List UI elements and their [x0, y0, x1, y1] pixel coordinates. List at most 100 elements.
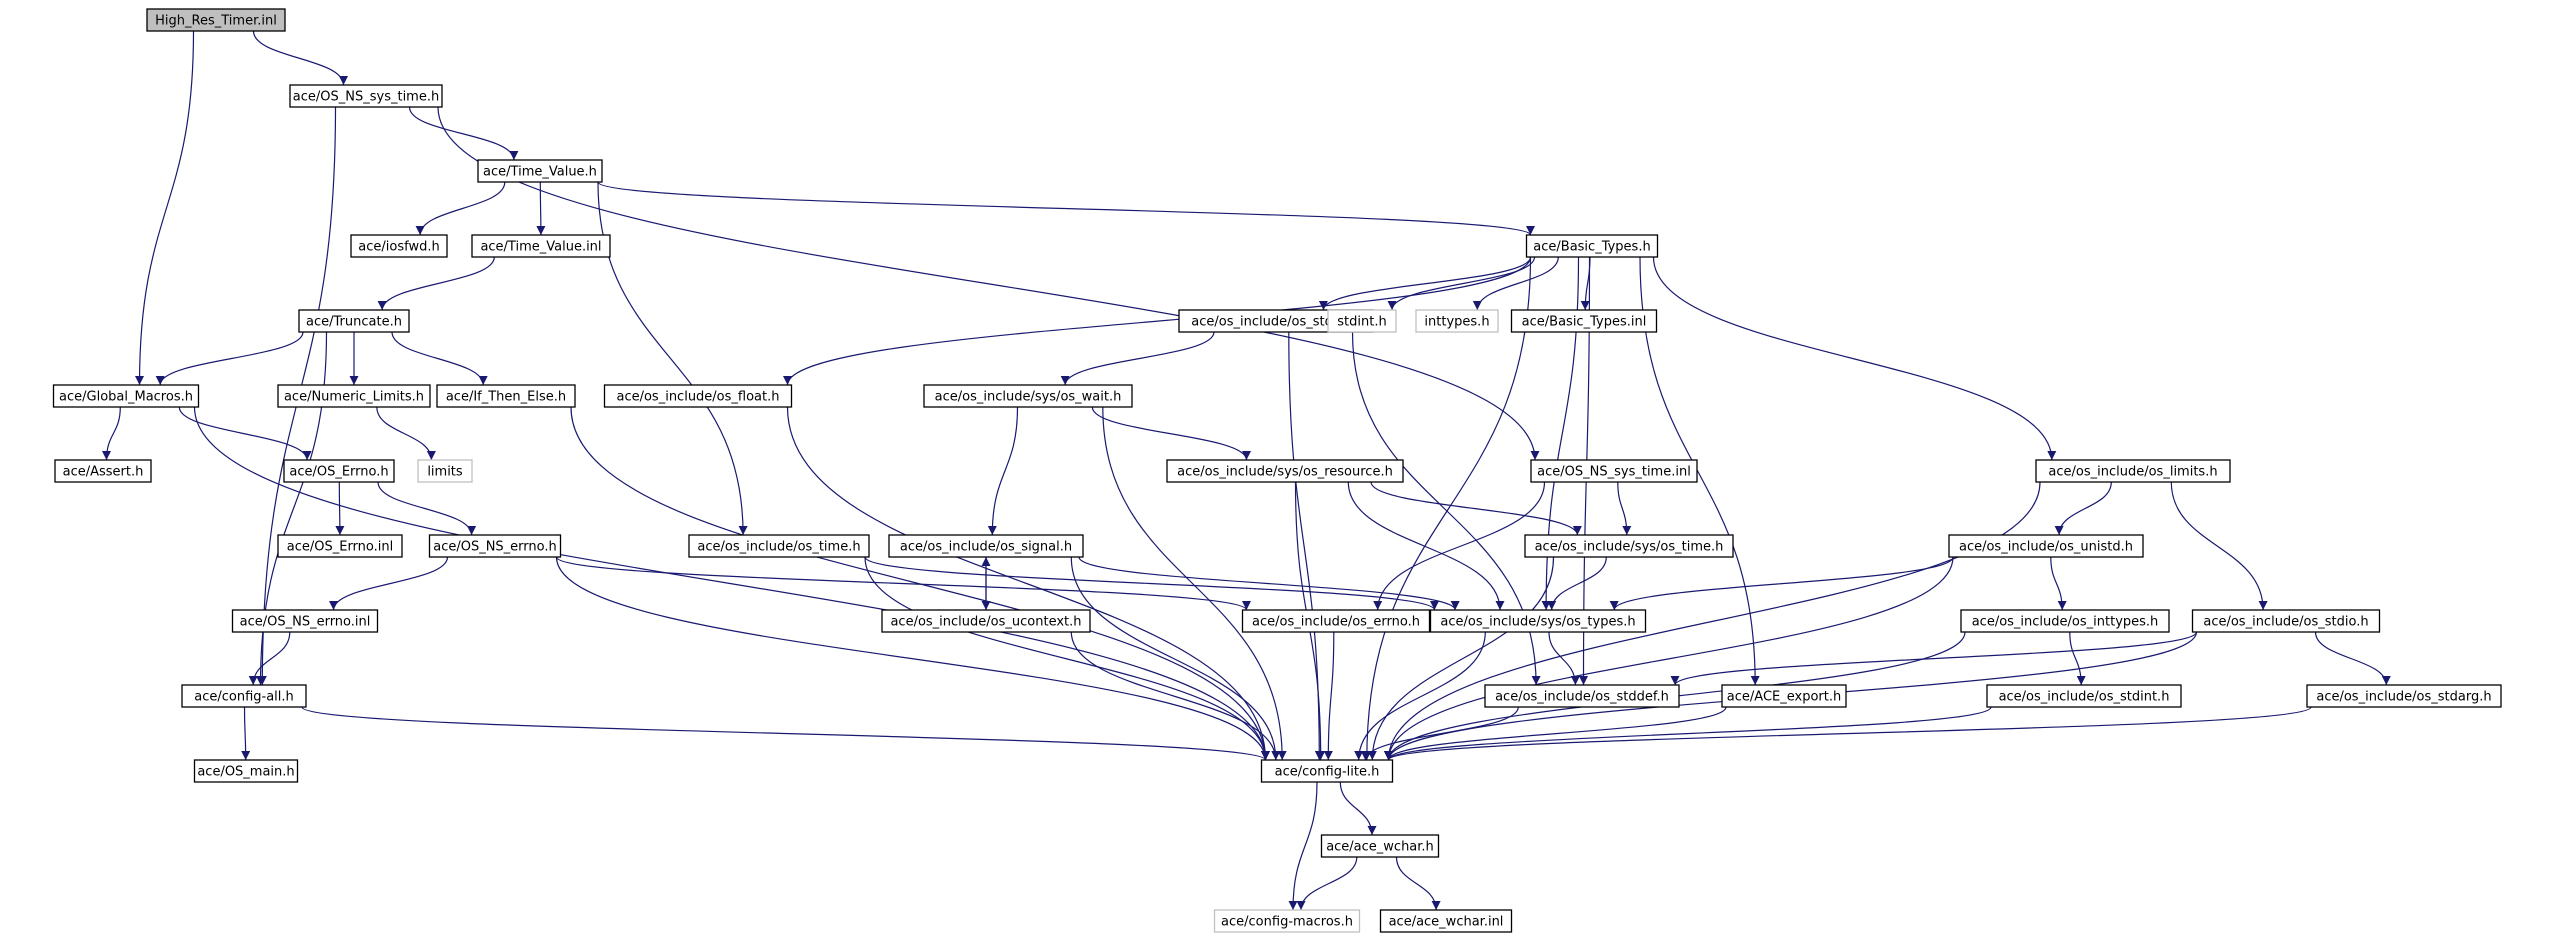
edge-os-ucontext-h-to-config-lite-h [1070, 631, 1281, 761]
node-label: inttypes.h [1424, 315, 1489, 330]
node-os-stddef-h[interactable]: ace/os_include/os_stddef.h [1484, 684, 1680, 708]
node-os-unistd-h[interactable]: ace/os_include/os_unistd.h [1948, 534, 2144, 558]
node-box [1166, 459, 1404, 483]
node-os-ucontext-h[interactable]: ace/os_include/os_ucontext.h [881, 609, 1091, 633]
edge-config-all-h-to-config-lite-h [301, 706, 1270, 761]
nodes: High_Res_Timer.inl ace/OS_NS_sys_time.hac… [52, 8, 2502, 933]
node-box [436, 384, 576, 408]
edge-os-wait-h-to-os-resource-h [1091, 406, 1251, 461]
node-os-signal-h[interactable]: ace/os_include/os_signal.h [888, 534, 1084, 558]
node-box [881, 609, 1091, 633]
node-os-include-errno-h[interactable]: ace/os_include/os_errno.h [1241, 609, 1431, 633]
node-config-lite-h[interactable]: ace/config-lite.h [1260, 759, 1394, 783]
node-box [231, 609, 379, 633]
node-time-value-inl[interactable]: ace/Time_Value.inl [471, 234, 611, 258]
node-os-limits-h[interactable]: ace/os_include/os_limits.h [2035, 459, 2231, 483]
node-label: limits [427, 465, 463, 480]
node-config-macros-h[interactable]: ace/config-macros.h [1213, 909, 1361, 933]
node-numeric-limits-h[interactable]: ace/Numeric_Limits.h [277, 384, 431, 408]
node-box [146, 8, 286, 32]
node-os-main-h[interactable]: ace/OS_main.h [193, 759, 299, 783]
edge-time-value-h-to-basic-types-h [597, 181, 1535, 236]
node-label: ace/config-all.h [194, 690, 294, 705]
node-os-types-h[interactable]: ace/os_include/sys/os_types.h [1429, 609, 1647, 633]
edge-os-unistd-h-to-config-lite-h [1384, 556, 1954, 761]
node-label: ace/os_include/os_stdio.h [2203, 615, 2368, 630]
node-root[interactable]: High_Res_Timer.inl [146, 8, 286, 32]
node-label: ace/Numeric_Limits.h [284, 390, 424, 405]
node-box [52, 384, 200, 408]
node-label: ace/os_include/sys/os_types.h [1440, 615, 1635, 630]
node-os-wait-h[interactable]: ace/os_include/sys/os_wait.h [923, 384, 1133, 408]
node-os-errno-ace-h[interactable]: ace/OS_Errno.h [283, 459, 395, 483]
node-box [1524, 534, 1734, 558]
node-config-all-h[interactable]: ace/config-all.h [181, 684, 307, 708]
node-ace-export-h[interactable]: ace/ACE_export.h [1721, 684, 1847, 708]
node-box [688, 534, 870, 558]
edge-os-stdarg-h-to-config-lite-h [1384, 706, 2312, 761]
edge-os-unistd-h-to-os-types-h [1609, 556, 1954, 611]
node-os-stdarg-h[interactable]: ace/os_include/os_stdarg.h [2306, 684, 2502, 708]
node-box [1510, 309, 1658, 333]
node-box [603, 384, 793, 408]
node-os-ns-errno-h[interactable]: ace/OS_NS_errno.h [428, 534, 562, 558]
edge-global-macros-h-to-config-lite-h [193, 406, 1270, 761]
node-os-inttypes-h[interactable]: ace/os_include/os_inttypes.h [1960, 609, 2170, 633]
node-os-ns-errno-inl[interactable]: ace/OS_NS_errno.inl [231, 609, 379, 633]
edge-os-ns-errno-h-to-os-include-errno-h [555, 556, 1251, 611]
node-truncate-h[interactable]: ace/Truncate.h [298, 309, 410, 333]
node-box [1213, 909, 1361, 933]
node-sys-os-time-h[interactable]: ace/os_include/sys/os_time.h [1524, 534, 1734, 558]
edge-os-ns-errno-inl-to-config-all-h [248, 631, 291, 686]
edge-if-then-else-h-to-config-lite-h [570, 406, 1270, 761]
edge-ace-export-h-to-config-lite-h [1384, 706, 1727, 761]
edge-os-ns-sys-time-inl-to-os-include-errno-h [1373, 481, 1546, 611]
edge-ace-wchar-h-to-config-macros-h [1296, 856, 1358, 911]
node-os-resource-h[interactable]: ace/os_include/sys/os_resource.h [1166, 459, 1404, 483]
node-basic-types-inl[interactable]: ace/Basic_Types.inl [1510, 309, 1658, 333]
node-label: ace/os_include/os_stdint.h [1999, 690, 2170, 705]
node-inttypes-h[interactable]: inttypes.h [1415, 309, 1499, 333]
node-box [1960, 609, 2170, 633]
edge-os-limits-h-to-os-unistd-h [2054, 481, 2112, 536]
edge-basic-types-h-to-os-stdlib-h [1318, 256, 1532, 311]
edge-os-types-h-to-config-lite-h [1354, 631, 1486, 761]
node-box [2191, 609, 2381, 633]
edge-os-resource-h-to-sys-os-time-h [1370, 481, 1582, 536]
node-box [1484, 684, 1680, 708]
node-global-macros-h[interactable]: ace/Global_Macros.h [52, 384, 200, 408]
node-ace-wchar-inl[interactable]: ace/ace_wchar.inl [1379, 909, 1513, 933]
node-os-errno-inl[interactable]: ace/OS_Errno.inl [277, 534, 403, 558]
node-time-value-h[interactable]: ace/Time_Value.h [477, 159, 603, 183]
node-label: ace/Time_Value.inl [480, 240, 601, 255]
node-stdint-h[interactable]: stdint.h [1327, 309, 1397, 333]
node-limits[interactable]: limits [417, 459, 473, 483]
node-box [181, 684, 307, 708]
node-label: ace/OS_Errno.inl [287, 540, 393, 555]
node-assert-h[interactable]: ace/Assert.h [54, 459, 152, 483]
node-os-ns-sys-time-inl[interactable]: ace/OS_NS_sys_time.inl [1530, 459, 1698, 483]
node-label: ace/Time_Value.h [483, 165, 597, 180]
node-box [193, 759, 299, 783]
node-if-then-else-h[interactable]: ace/If_Then_Else.h [436, 384, 576, 408]
edge-os-wait-h-to-config-lite-h [1102, 406, 1287, 761]
node-os-ns-sys-time-h[interactable]: ace/OS_NS_sys_time.h [289, 84, 443, 108]
node-ace-wchar-h[interactable]: ace/ace_wchar.h [1320, 834, 1440, 858]
edge-basic-types-h-to-stdint-h [1387, 256, 1536, 311]
node-box [471, 234, 611, 258]
node-os-stdio-h[interactable]: ace/os_include/os_stdio.h [2191, 609, 2381, 633]
edge-numeric-limits-h-to-limits [376, 406, 436, 461]
node-box [1327, 309, 1397, 333]
node-basic-types-h[interactable]: ace/Basic_Types.h [1525, 234, 1659, 258]
node-os-time-h[interactable]: ace/os_include/os_time.h [688, 534, 870, 558]
node-iosfwd-h[interactable]: ace/iosfwd.h [350, 234, 448, 258]
node-os-stdint-h[interactable]: ace/os_include/os_stdint.h [1986, 684, 2182, 708]
node-label: ace/os_include/os_stddef.h [1495, 690, 1669, 705]
edge-os-ns-errno-h-to-os-ns-errno-inl [329, 556, 449, 611]
edge-os-ns-sys-time-inl-to-sys-os-time-h [1617, 481, 1632, 536]
node-os-float-h[interactable]: ace/os_include/os_float.h [603, 384, 793, 408]
edge-os-time-h-to-os-types-h [864, 556, 1439, 611]
edge-sys-os-time-h-to-os-types-h [1547, 556, 1607, 611]
node-box [283, 459, 395, 483]
node-label: stdint.h [1337, 315, 1386, 330]
